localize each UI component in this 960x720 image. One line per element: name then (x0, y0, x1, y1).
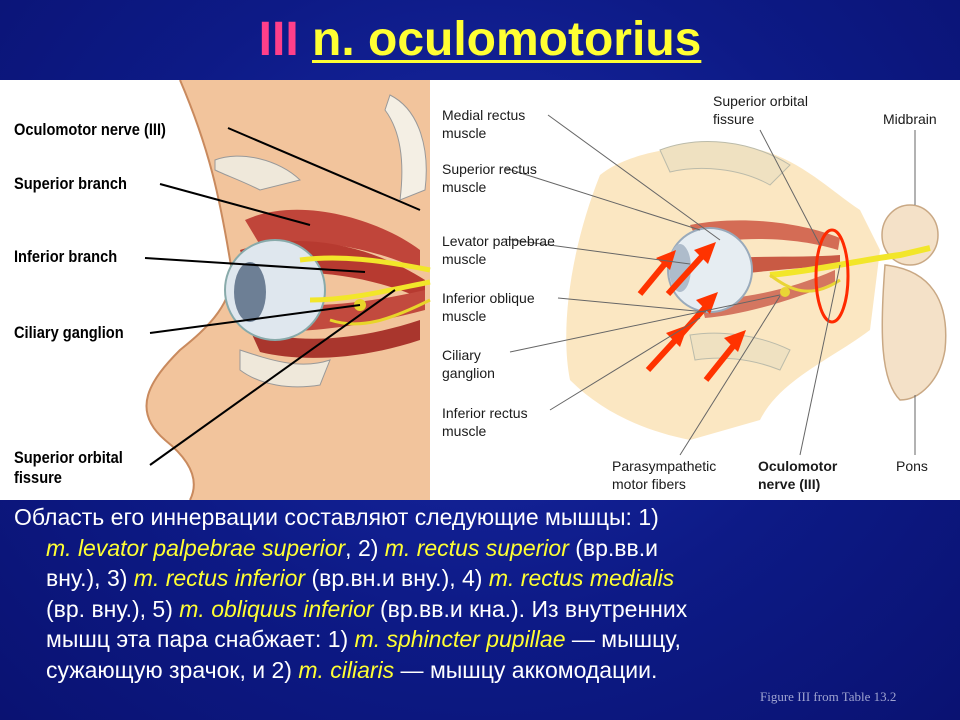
desc-line-4: (вр. вну.), 5) m. obliquus inferior (вр.… (46, 595, 688, 622)
label-parasympathetic-fibers: Parasympathetic motor fibers (612, 458, 717, 492)
title-roman-numeral: III (258, 13, 299, 66)
label-oculomotor-nerve-right: Oculomotor nerve (III) (758, 458, 838, 492)
title-nerve-name: n. oculomotorius (312, 13, 702, 66)
label-superior-orbital-fissure-right: Superior orbital fissure (713, 93, 808, 127)
highlight-ellipse (814, 228, 850, 324)
label-oculomotor-nerve-left: Oculomotor nerve (III) (14, 120, 166, 139)
label-ciliary-ganglion-right: Ciliary ganglion (442, 347, 495, 381)
label-superior-orbital-fissure-left: Superior orbital fissure (14, 448, 123, 487)
slide-title: III n. oculomotorius (0, 8, 960, 72)
face-profile-illustration (0, 80, 431, 500)
label-inferior-rectus: Inferior rectus muscle (442, 405, 528, 439)
desc-line-6: сужающую зрачок, и 2) m. ciliaris — мышц… (46, 656, 658, 683)
label-medial-rectus: Medial rectus muscle (442, 107, 526, 141)
orbit-brain-illustration (432, 80, 960, 500)
figure-credit: Figure III from Table 13.2 (760, 689, 897, 704)
desc-line-5: мышц эта пара снабжает: 1) m. sphincter … (46, 626, 681, 652)
left-leader-lines (144, 127, 421, 466)
label-ciliary-ganglion-left: Ciliary ganglion (14, 323, 124, 342)
label-superior-branch: Superior branch (14, 174, 127, 193)
label-midbrain: Midbrain (883, 111, 937, 127)
label-superior-rectus: Superior rectus muscle (442, 161, 537, 195)
description-paragraph: Область его иннервации составляют следую… (14, 502, 949, 685)
label-levator-palpebrae: Levator palpebrae muscle (442, 233, 555, 267)
desc-line-3: вну.), 3) m. rectus inferior (вр.вн.и вн… (46, 565, 675, 591)
desc-line-2: m. levator palpebrae superior, 2) m. rec… (46, 534, 658, 561)
right-leader-lines (504, 114, 916, 456)
anatomy-illustration (0, 80, 960, 500)
label-pons: Pons (896, 458, 928, 474)
label-inferior-branch: Inferior branch (14, 247, 118, 266)
red-arrowheads (656, 242, 746, 352)
label-inferior-oblique: Inferior oblique muscle (442, 290, 535, 324)
desc-line-1: Область его иннервации составляют следую… (14, 504, 659, 530)
anatomy-panel: Oculomotor nerve (III) Superior branch I… (0, 80, 960, 500)
